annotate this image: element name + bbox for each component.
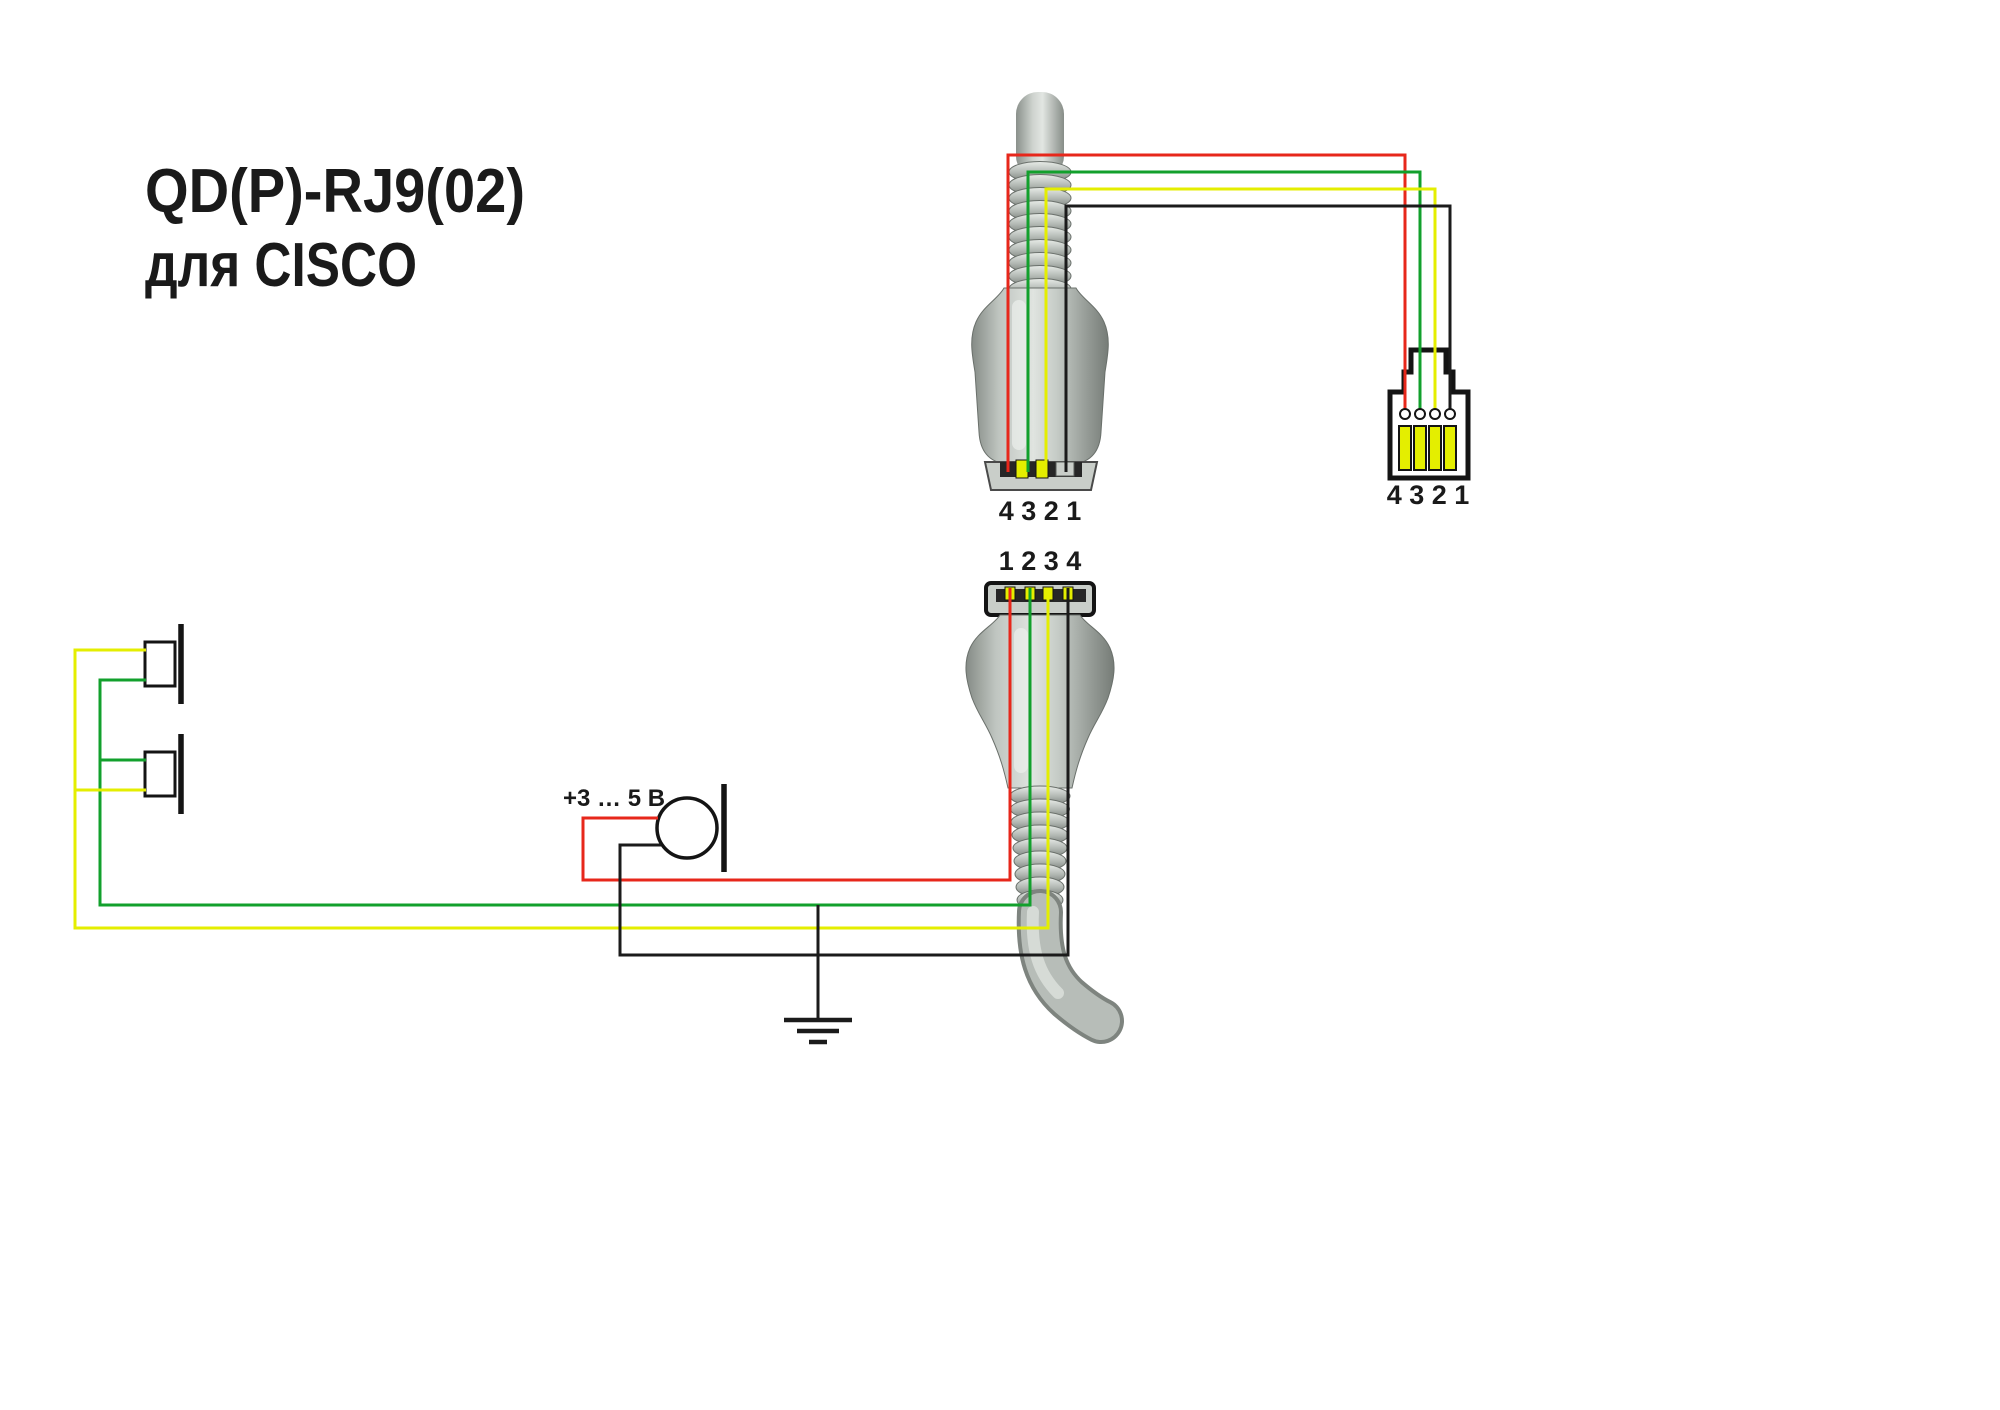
wire-black-top: [1064, 204, 1452, 472]
title-block: QD(P)-RJ9(02) для CISCO: [145, 157, 525, 300]
wire-black-bottom: [618, 588, 1070, 1018]
qd-plug-bottom: 1 2 3 4: [965, 546, 1124, 1044]
wire-red-top: [1006, 153, 1407, 472]
ground-symbol: [784, 1017, 852, 1045]
speaker-bottom-body: [143, 750, 177, 798]
wire-green-bottom: [98, 588, 1032, 907]
speaker-top-body: [143, 640, 177, 688]
rj9-wire-eyelet-3: [1414, 408, 1426, 420]
mic-voltage-label: +3 … 5 В: [563, 785, 665, 812]
title-line-2: для CISCO: [145, 231, 417, 300]
wires-top: [1006, 153, 1452, 472]
rj9-pin-1: [1443, 425, 1457, 471]
rj9-pin-3: [1413, 425, 1427, 471]
speaker-top: [143, 624, 184, 704]
wire-red-bottom: [581, 588, 1012, 882]
microphone-capsule: [655, 796, 719, 860]
rj9-pin-2: [1428, 425, 1442, 471]
rj9-wire-eyelet-1: [1444, 408, 1456, 420]
coiled-cord-top: [1008, 161, 1072, 300]
rj9-pin-4: [1398, 425, 1412, 471]
plug-body-top-highlight: [1012, 300, 1026, 450]
wires-bottom: [73, 588, 1070, 1018]
contact-tab-top-1: [1015, 459, 1029, 479]
wire-green-top: [1026, 170, 1422, 472]
rj9-wire-eyelet-2: [1429, 408, 1441, 420]
speaker-bottom: [143, 734, 184, 814]
smooth-cable-bottom: [1016, 889, 1124, 1044]
rj9-wire-eyelet-4: [1399, 408, 1411, 420]
microphone: +3 … 5 В: [563, 784, 727, 872]
rj9-pins: 4 3 2 1: [1387, 408, 1470, 510]
wire-yellow-top: [1044, 187, 1437, 468]
plug-body-bottom: [965, 614, 1115, 789]
pin-label-qd-top: 4 3 2 1: [999, 496, 1082, 526]
ground-bars: [784, 1017, 852, 1045]
title-line-1: QD(P)-RJ9(02): [145, 157, 525, 226]
qd-plug-top: 4 3 2 1: [971, 92, 1109, 526]
plug-body-top: [971, 287, 1109, 465]
pin-label-qd-bottom: 1 2 3 4: [999, 546, 1082, 576]
plug-body-bottom-highlight: [1014, 628, 1028, 773]
pin-label-rj9: 4 3 2 1: [1387, 480, 1470, 510]
wire-yellow-bottom: [73, 588, 1050, 930]
